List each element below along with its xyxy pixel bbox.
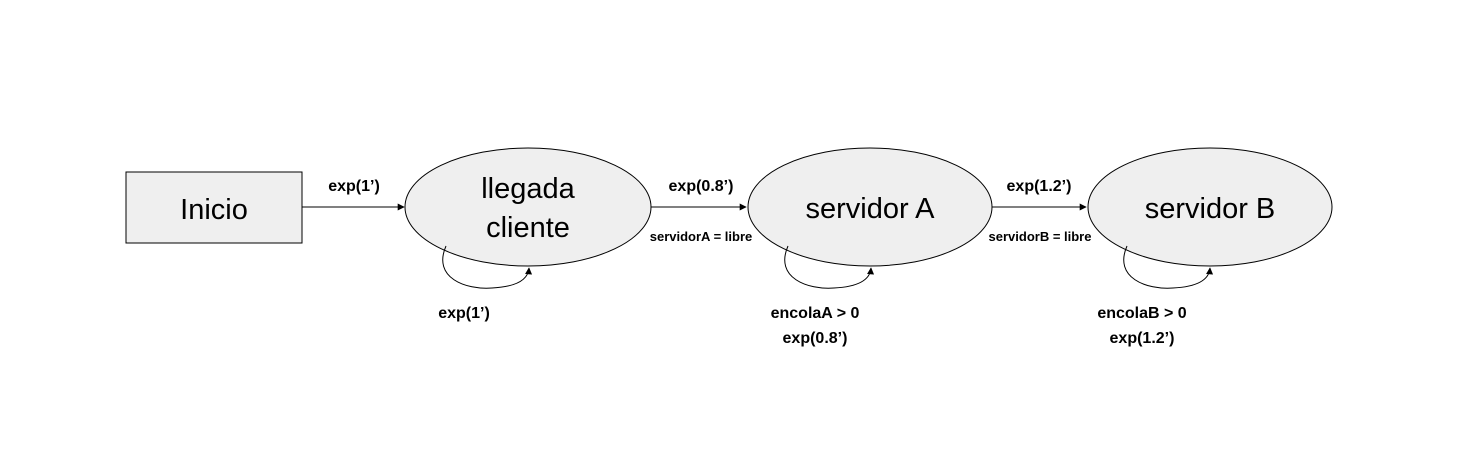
node-inicio: Inicio [125,171,303,244]
node-servidor-b-label: servidor B [1145,193,1276,225]
edge-servidor-a-to-servidor-b-label: exp(1.2’) [1007,178,1072,195]
loop-servidor-b-arrow [1123,245,1214,289]
edge-llegada-to-servidor-a-label: exp(0.8’) [669,178,734,195]
node-servidor-a-label: servidor A [806,193,936,225]
node-servidor-b: servidor B [1087,147,1333,267]
loop-llegada-arrow [442,245,533,289]
loop-servidor-a-condition: encolaA > 0 [771,305,860,322]
edge-llegada-to-servidor-a-condition: servidorA = libre [650,229,752,244]
node-inicio-box [125,171,303,244]
node-inicio-label: Inicio [180,194,248,226]
node-llegada-label-line2: cliente [486,212,570,244]
loop-servidor-b-label: exp(1.2’) [1110,330,1175,347]
node-llegada-cliente: llegada cliente [404,147,652,267]
node-llegada-label-line1: llegada [481,173,575,205]
loop-llegada-label: exp(1’) [438,305,490,322]
edge-servidor-a-to-servidor-b-condition: servidorB = libre [989,229,1092,244]
loop-servidor-a-label: exp(0.8’) [783,330,848,347]
node-servidor-a: servidor A [747,147,993,267]
node-servidor-b-ellipse [1087,147,1333,267]
loop-servidor-a-arrow [784,245,875,289]
edge-inicio-to-llegada-label: exp(1’) [328,178,380,195]
node-llegada-ellipse [404,147,652,267]
loop-servidor-b-condition: encolaB > 0 [1097,305,1186,322]
